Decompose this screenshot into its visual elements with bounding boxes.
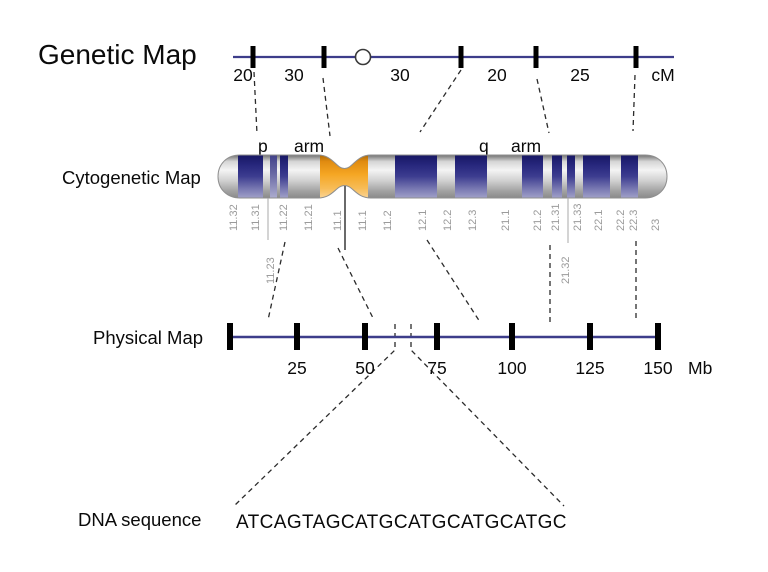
band-label: 11.32 [228, 204, 240, 231]
physical-tick-label: 125 [575, 358, 604, 378]
chromosome-ideogram: 11.32 11.31 11.22 11.21 11.1 11.1 11.2 12.1 12.2… [217, 154, 668, 284]
arm-labels: p arm q arm [258, 136, 541, 156]
band-label: 22.1 [593, 210, 605, 231]
band-label: 12.1 [417, 210, 429, 231]
physical-tick [362, 323, 368, 350]
band-label: 11.1 [332, 210, 344, 231]
arm-label: q [479, 136, 489, 156]
chromosome-band-11.31 [238, 155, 263, 198]
band-label: 11.1 [357, 210, 369, 231]
cytogenetic-map-title: Cytogenetic Map [62, 167, 201, 188]
genetic-interval-label: 30 [390, 65, 410, 85]
connector-physical-to-dna [233, 324, 396, 507]
chromosome-band-21.33 [567, 155, 575, 198]
band-label: 23 [650, 219, 662, 231]
genetic-tick [321, 46, 327, 68]
band-label: 21.33 [572, 203, 584, 231]
genetic-interval-label: 20 [487, 65, 507, 85]
band-labels: 11.32 11.31 11.22 11.21 11.1 11.1 11.2 12.1 12.2… [228, 203, 662, 284]
physical-tick-label: 25 [287, 358, 306, 378]
band-label: 21.1 [500, 210, 512, 231]
genetic-interval-label: 20 [233, 65, 253, 85]
connector-genetic-to-cytogenetic [419, 69, 462, 133]
genetic-map-axis: 20 30 30 20 25 cM [233, 46, 675, 85]
physical-tick [509, 323, 515, 350]
chromosome-band-centromere [320, 155, 368, 198]
arm-label: arm [511, 136, 541, 156]
physical-tick-label: 50 [355, 358, 375, 378]
physical-tick-label: 75 [427, 358, 446, 378]
connector-genetic-to-cytogenetic [632, 74, 636, 132]
band-label: 22.3 [628, 210, 640, 231]
band-label-offset: 21.32 [560, 256, 572, 284]
physical-tick [655, 323, 661, 350]
connector-genetic-to-cytogenetic [253, 71, 258, 135]
physical-map-axis: 25 50 75 100 125 150 Mb [227, 323, 712, 378]
connector-cytogenetic-to-physical [337, 247, 374, 319]
band-label: 12.3 [467, 210, 479, 231]
dashed-connectors [233, 69, 637, 507]
arm-label: arm [294, 136, 324, 156]
chromosome-band-21.2 [522, 155, 543, 198]
genetic-tick [250, 46, 256, 68]
band-label: 11.31 [250, 204, 262, 231]
connector-cytogenetic-to-physical [267, 241, 286, 321]
band-label-offset: 11.23 [265, 257, 277, 284]
physical-tick [587, 323, 593, 350]
band-label: 11.21 [303, 204, 315, 231]
chromosome-band-21.31 [552, 155, 562, 198]
arm-label: p [258, 136, 268, 156]
dna-sequence-title: DNA sequence [78, 509, 201, 530]
chromosome-band-12.1 [395, 155, 437, 198]
chromosome-band-22.3 [621, 155, 638, 198]
connector-physical-to-dna [410, 324, 565, 507]
genetic-tick [533, 46, 539, 68]
band-label: 12.2 [442, 210, 454, 231]
band-label: 11.2 [382, 210, 394, 231]
connector-genetic-to-cytogenetic [536, 78, 550, 134]
physical-map-title: Physical Map [93, 327, 203, 348]
genetic-tick [633, 46, 639, 68]
band-label: 21.2 [532, 210, 544, 231]
dna-sequence-text: ATCAGTAGCATGCATGCATGCATGC [236, 512, 567, 533]
physical-tick [294, 323, 300, 350]
physical-tick [434, 323, 440, 350]
band-label: 11.22 [278, 204, 290, 231]
genetic-interval-label: 30 [284, 65, 304, 85]
chromosome-band-11.22-a [270, 155, 277, 198]
physical-tick-label: 150 [643, 358, 672, 378]
chromosome-band-11.22-b [280, 155, 288, 198]
connector-genetic-to-cytogenetic [322, 77, 331, 137]
physical-tick-label: 100 [497, 358, 526, 378]
centromere-circle-marker [354, 48, 372, 66]
genetic-interval-label: 25 [570, 65, 589, 85]
band-label: 21.31 [550, 203, 562, 231]
chromosome-band-22.1 [583, 155, 610, 198]
physical-tick [227, 323, 233, 350]
band-label: 22.2 [615, 210, 627, 231]
genetic-map-title: Genetic Map [38, 39, 197, 70]
genetic-unit-label: cM [651, 65, 674, 85]
physical-unit-label: Mb [688, 358, 712, 378]
genetic-tick [458, 46, 464, 68]
connector-cytogenetic-to-physical [426, 239, 481, 323]
chromosome-band-12.3 [455, 155, 487, 198]
